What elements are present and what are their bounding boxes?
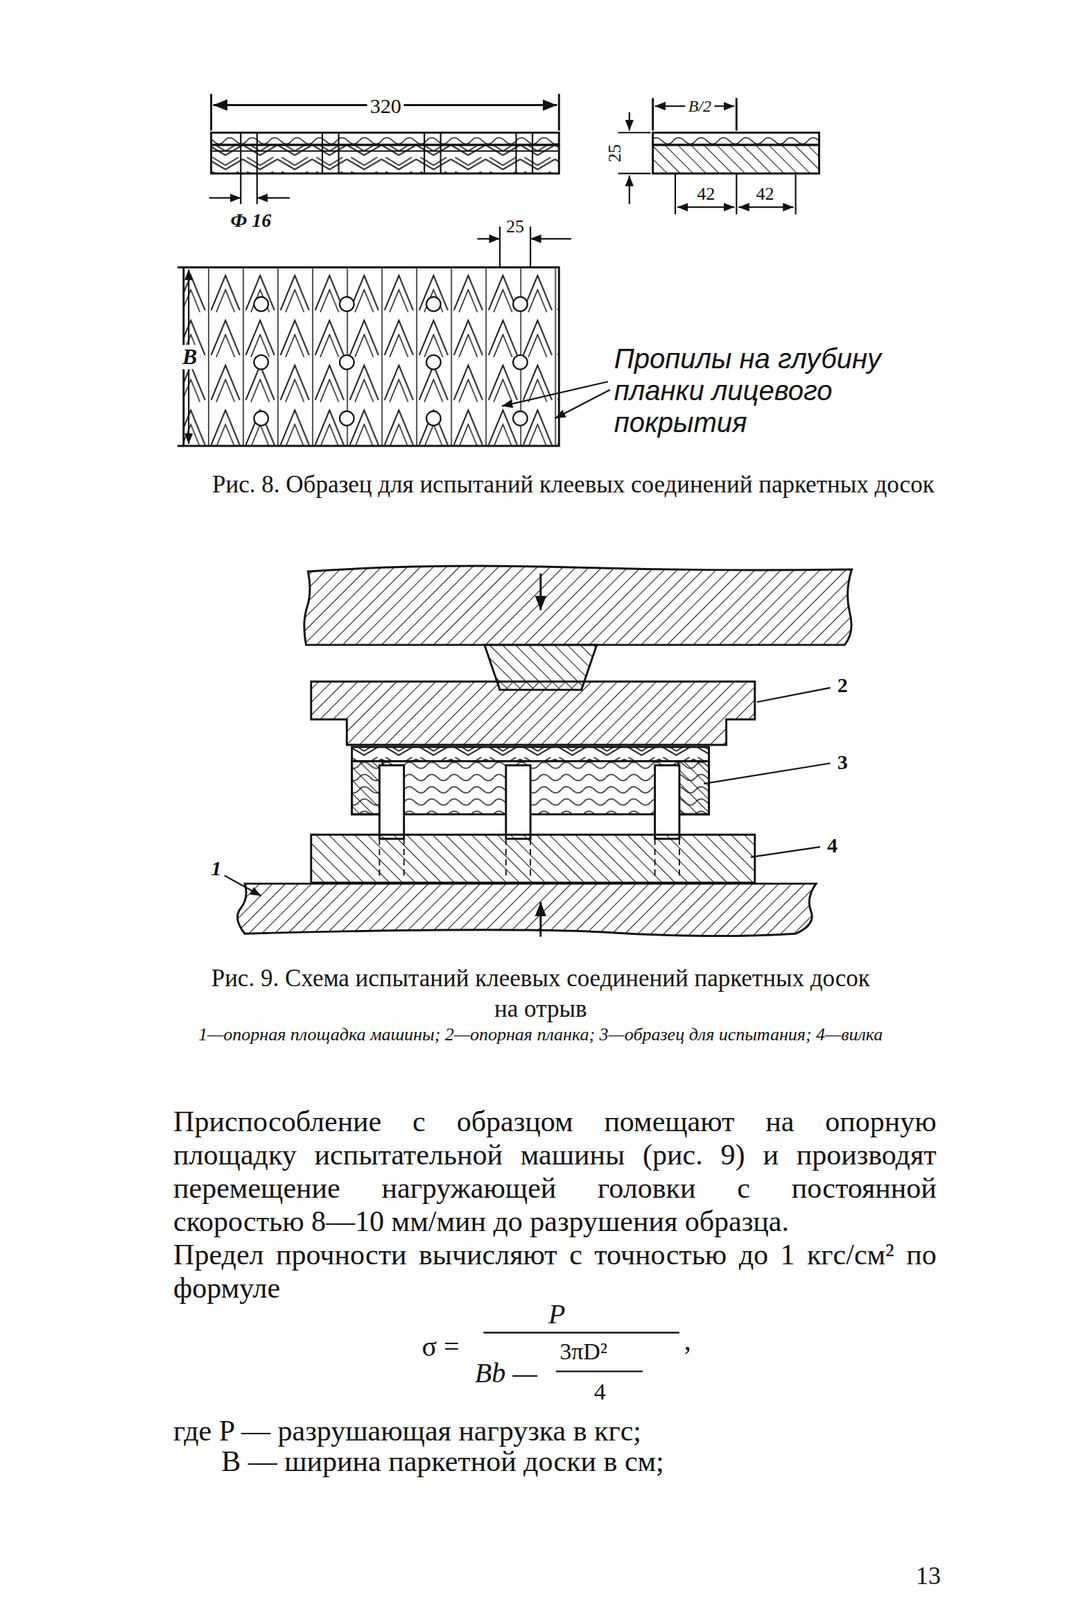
formula-part: P	[548, 1298, 566, 1330]
figure-legend: 1—опорная площадка машины; 2—опорная пла…	[194, 1023, 888, 1045]
dimension-25: 25	[506, 216, 525, 237]
callout-number: 4	[827, 833, 838, 857]
dimension-thickness: 25	[605, 144, 626, 163]
dimension-width: B	[179, 344, 200, 369]
variable-definition: B — ширина паркетной доски в см;	[221, 1444, 936, 1478]
kerf-note: Пропилы на глубину планки лицевого покры…	[614, 342, 913, 439]
figure-caption: Рис. 9. Схема испытаний клеевых соединен…	[209, 963, 873, 1025]
variable-definition: где P — разрушающая нагрузка в кгс;	[173, 1413, 949, 1447]
body-paragraph: Приспособление с образцом помещают на оп…	[173, 1104, 937, 1238]
dimension-length: 320	[367, 93, 405, 117]
figure-caption: Рис. 8. Образец для испытаний клеевых со…	[201, 469, 945, 500]
body-paragraph: Предел прочности вычисляют с точностью д…	[173, 1237, 937, 1305]
callout-number: 3	[837, 749, 848, 773]
page-number: 13	[915, 1562, 941, 1590]
formula-part: Bb —	[474, 1357, 538, 1389]
callout-number: 2	[837, 673, 848, 697]
dimension-half-width: B/2	[685, 97, 715, 116]
dimension-42: 42	[696, 183, 715, 204]
formula-part: σ =	[422, 1331, 460, 1362]
callout-number: 1	[210, 855, 222, 879]
formula-part: 3πD²	[559, 1338, 608, 1365]
hole-diameter: Ф 16	[230, 209, 272, 231]
formula-part: 4	[594, 1378, 606, 1404]
dimension-42: 42	[755, 183, 774, 204]
formula-part: ,	[684, 1324, 692, 1356]
